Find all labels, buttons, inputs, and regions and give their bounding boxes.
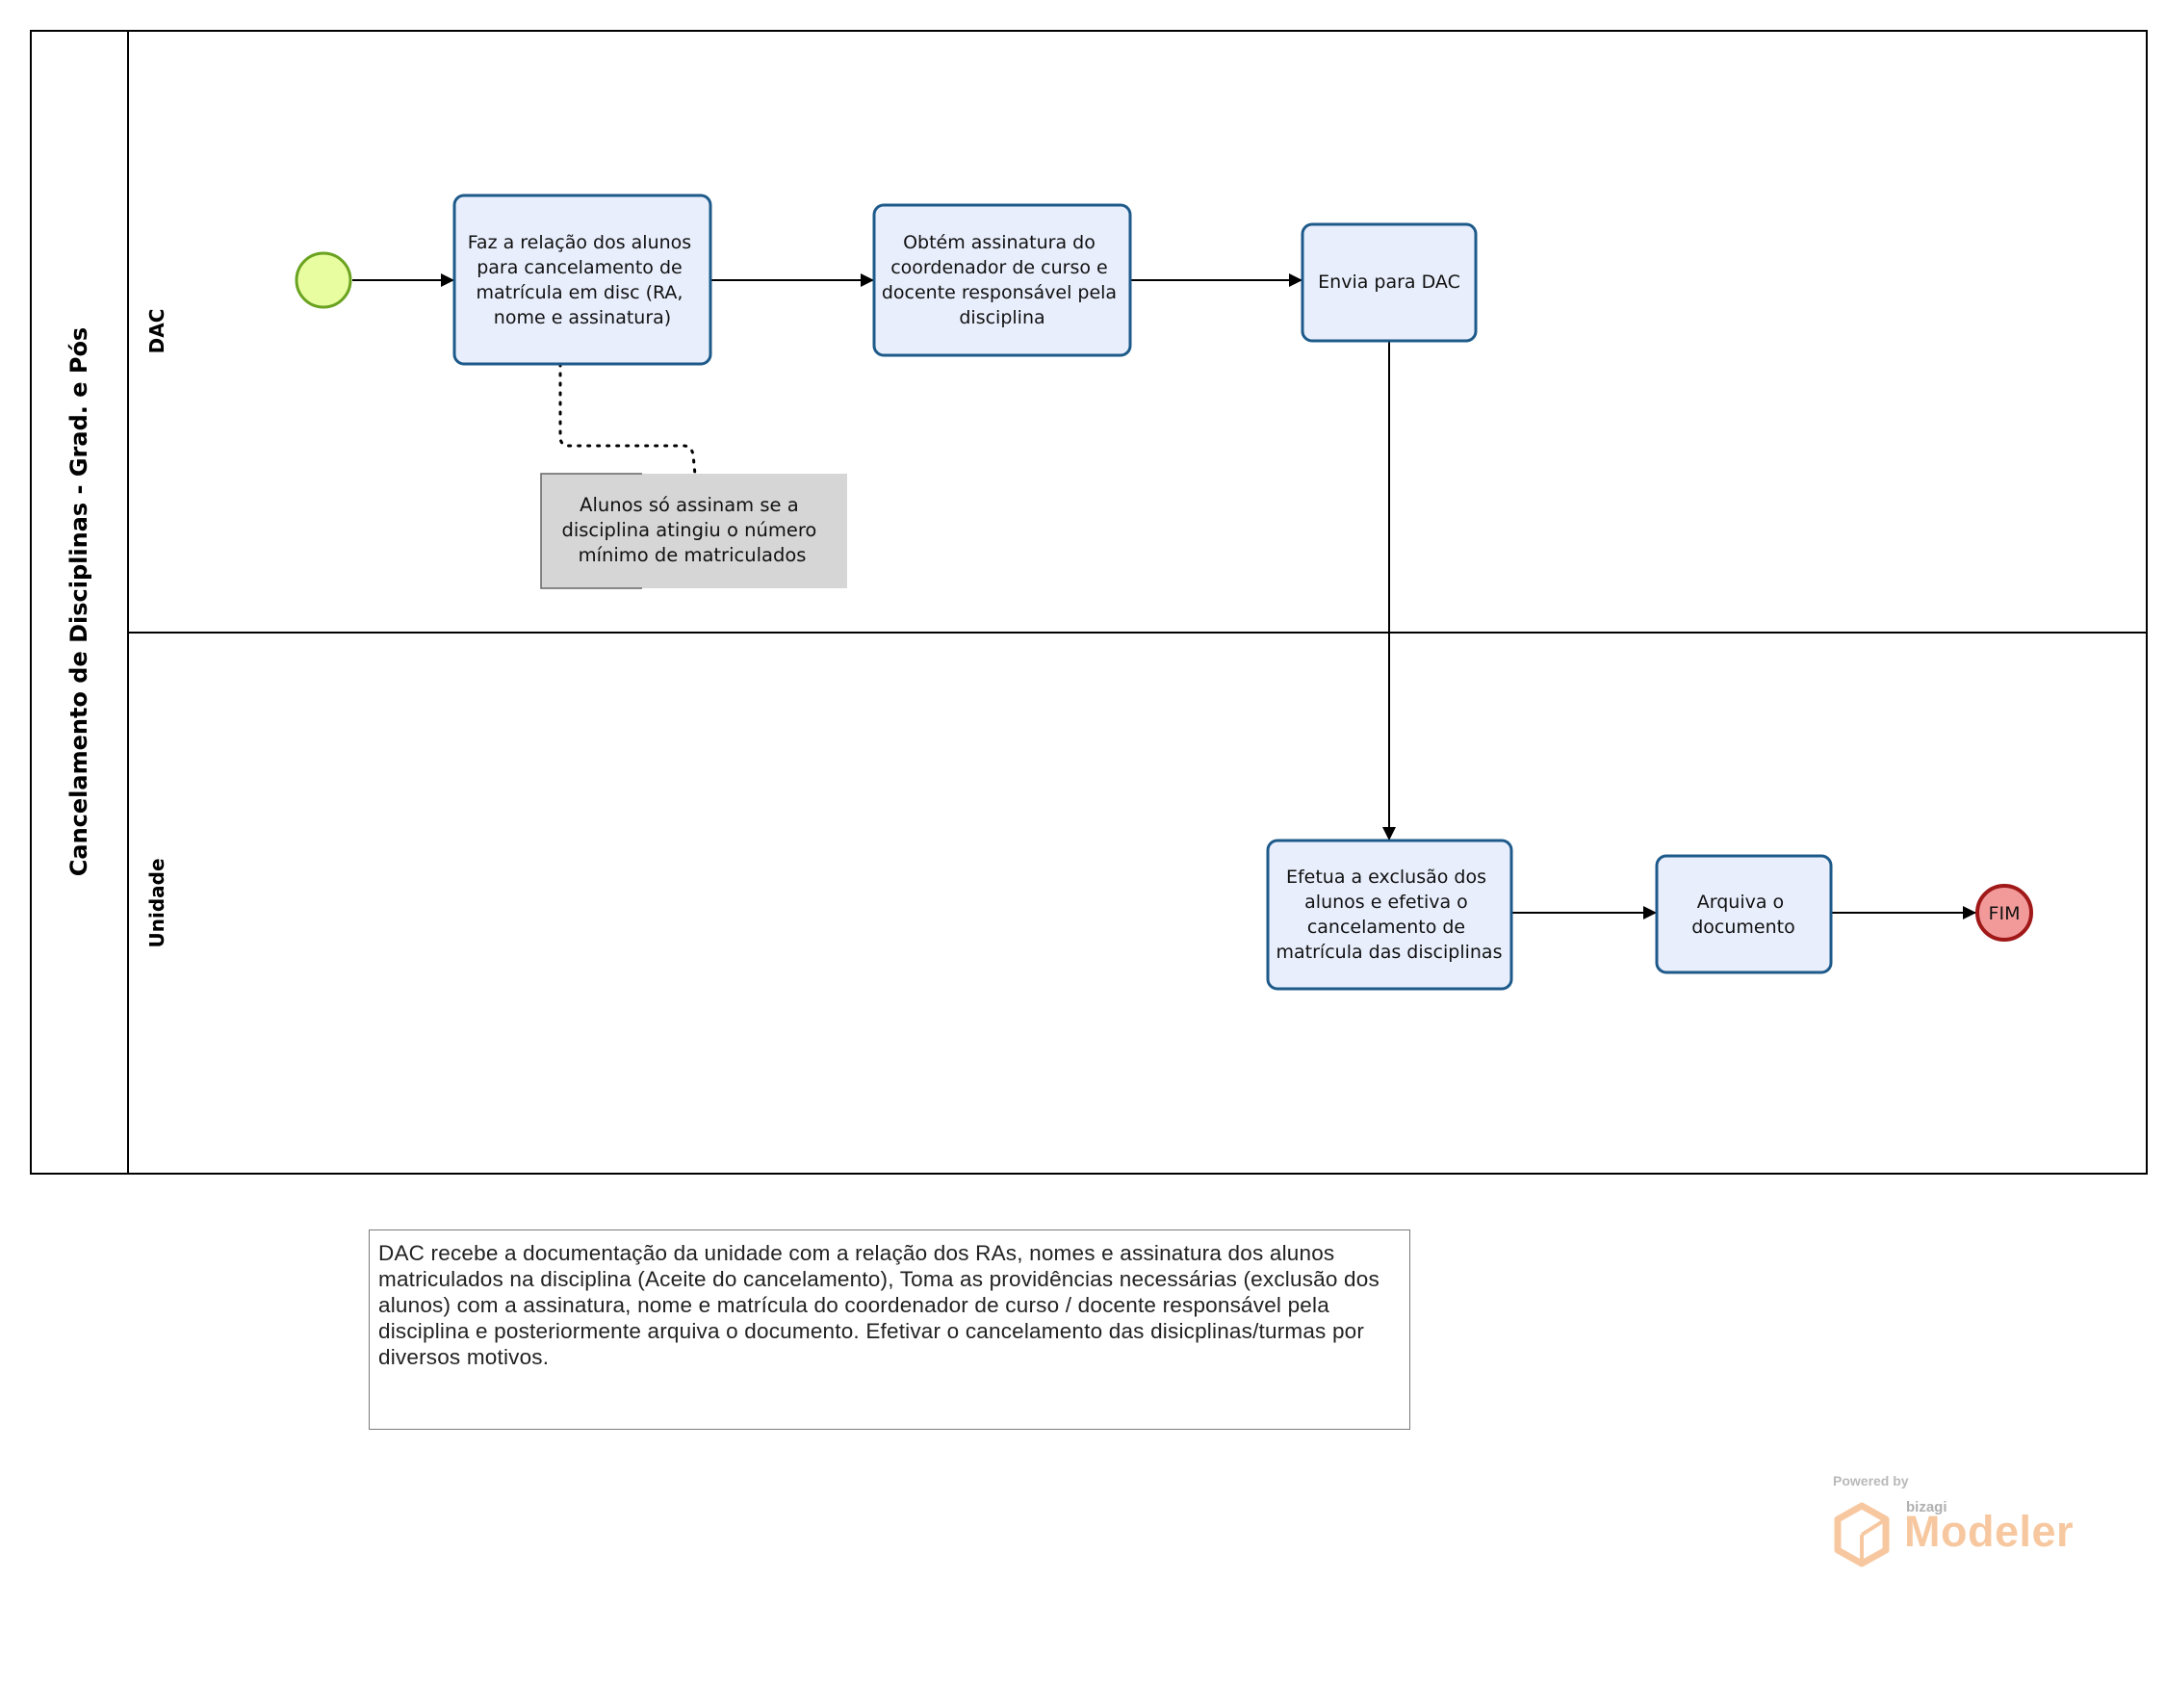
task-faz-relacao[interactable]: Faz a relação dos alunos para cancelamen… [452, 194, 712, 366]
task-efetua-exclusao[interactable]: Efetua a exclusão dos alunos e efetiva o… [1266, 839, 1513, 991]
annotation-line: Alunos só assinam se a [580, 494, 799, 516]
svg-text:Faz a relação dos alunos: Faz a relação dos alunos para cancelamen… [468, 232, 697, 328]
pool-title: Cancelamento de Disciplinas - Grad. e Pó… [65, 327, 92, 876]
watermark-brand: bizagi [1906, 1499, 1947, 1515]
annotation-line: mínimo de matriculados [579, 544, 807, 566]
task-arquiva-line: documento [1691, 917, 1795, 938]
end-event-label: FIM [1989, 903, 2021, 924]
text-annotation[interactable]: Alunos só assinam se a disciplina atingi… [540, 473, 847, 589]
task-envia-dac-line: Envia para DAC [1318, 272, 1460, 293]
svg-text:Arquiva o documento: Arquiva o documento [1691, 892, 1795, 938]
annotation-line: disciplina atingiu o número [561, 519, 816, 541]
task-obtem-assinatura[interactable]: Obtém assinatura do coordenador de curso… [872, 203, 1132, 357]
task-arquiva-line: Arquiva o [1697, 892, 1784, 913]
task-efetua-exclusao-line: matrícula das disciplinas [1276, 942, 1503, 963]
process-description: DAC recebe a documentação da unidade com… [369, 1229, 1410, 1430]
task-obtem-assinatura-line: coordenador de curso e [890, 257, 1108, 278]
task-obtem-assinatura-line: disciplina [959, 307, 1044, 328]
task-obtem-assinatura-line: Obtém assinatura do [903, 232, 1096, 253]
task-efetua-exclusao-line: alunos e efetiva o [1304, 892, 1468, 913]
task-efetua-exclusao-line: cancelamento de [1307, 917, 1465, 938]
watermark-product: Modeler [1904, 1507, 2075, 1556]
task-efetua-exclusao-line: Efetua a exclusão dos [1286, 867, 1486, 888]
task-envia-dac[interactable]: Envia para DAC [1301, 222, 1478, 343]
task-faz-relacao-line: para cancelamento de [477, 257, 683, 278]
association-connector [558, 362, 697, 477]
svg-text:Alunos só assinam se a d: Alunos só assinam se a disciplina atingi… [561, 494, 822, 566]
lane-label-unidade: Unidade [145, 858, 168, 947]
start-event[interactable] [295, 251, 352, 309]
lane-label-dac: DAC [145, 309, 168, 354]
task-faz-relacao-line: nome e assinatura) [494, 307, 671, 328]
task-arquiva[interactable]: Arquiva o documento [1655, 854, 1833, 974]
svg-text:Envia para DAC: Envia para DAC [1318, 272, 1460, 293]
pool [30, 30, 2148, 1175]
end-event-fim[interactable]: FIM [1975, 884, 2033, 942]
svg-text:Efetua a exclusão dos al: Efetua a exclusão dos alunos e efetiva o… [1276, 867, 1503, 963]
bizagi-watermark: Powered by bizagi Modeler [1832, 1473, 2082, 1569]
svg-text:Obtém assinatura do coor: Obtém assinatura do coordenador de curso… [882, 232, 1122, 328]
bizagi-cube-icon [1834, 1502, 1890, 1567]
task-faz-relacao-line: matrícula em disc (RA, [476, 282, 683, 303]
task-faz-relacao-line: Faz a relação dos alunos [468, 232, 691, 253]
watermark-powered-by: Powered by [1833, 1473, 1909, 1488]
task-obtem-assinatura-line: docente responsável pela [882, 282, 1117, 303]
